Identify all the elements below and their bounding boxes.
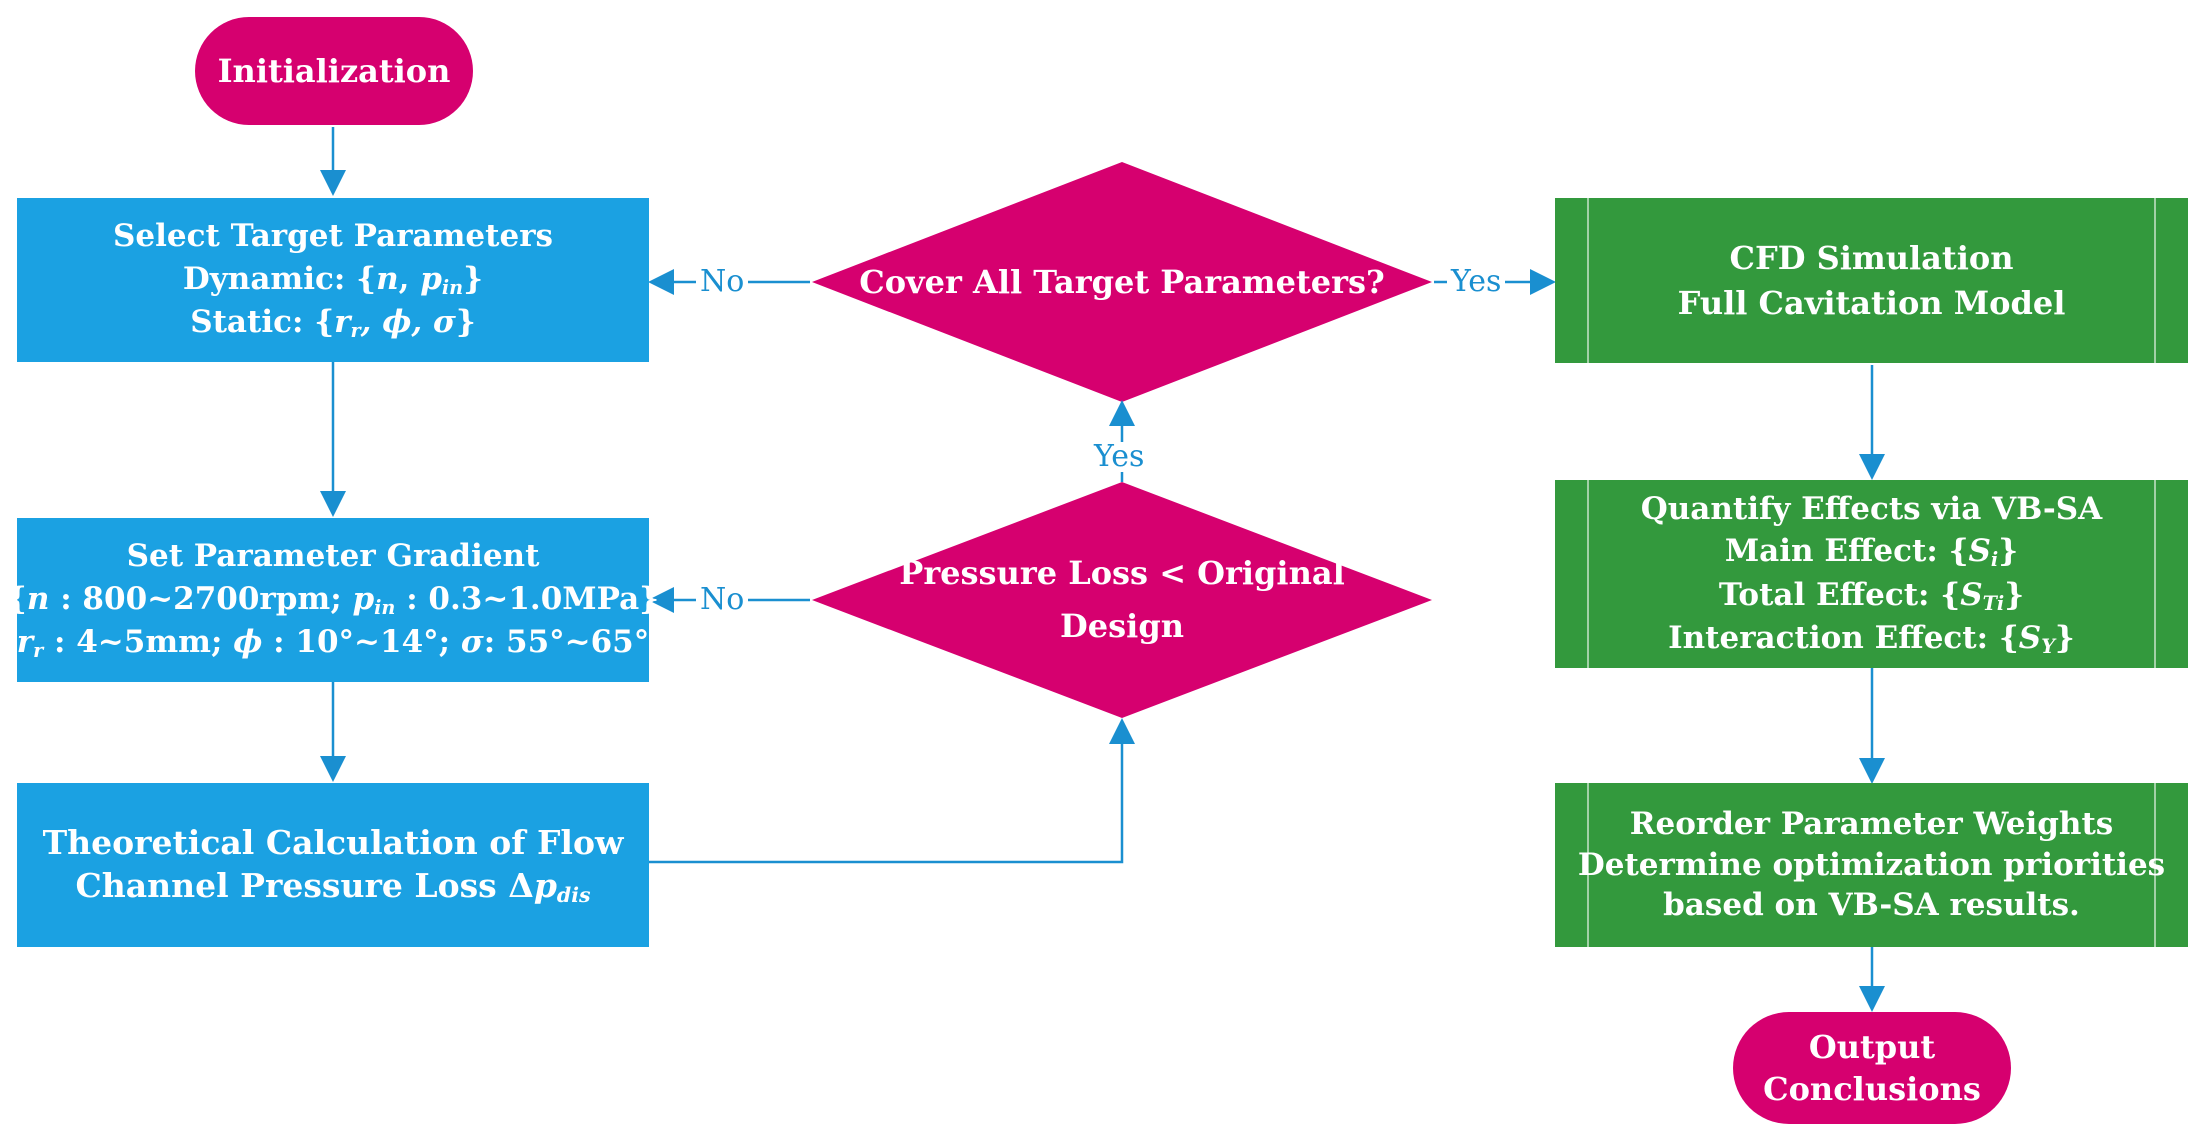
yes-label-right: Yes [1447, 267, 1506, 297]
pressure-decision-text: Pressure Loss < Original Design [862, 540, 1382, 660]
gradient-dynamic-ranges: {n : 800~2700rpm; pin : 0.3~1.0MPa} [6, 581, 660, 619]
cfd-simulation-box: CFD Simulation Full Cavitation Model [1555, 198, 2188, 363]
no-label-top: No [696, 267, 749, 297]
theoretical-line-1: Theoretical Calculation of Flow [42, 822, 624, 862]
arrow-theoretical-to-pressure [648, 718, 1135, 864]
set-parameter-gradient-box: Set Parameter Gradient {n : 800~2700rpm;… [0, 518, 669, 682]
total-effect-row: Total Effect: {STi} [1718, 576, 2025, 615]
select-target-parameters-box: Select Target Parameters Dynamic: {n, pi… [17, 198, 649, 362]
output-line-2: Conclusions [1763, 1070, 1981, 1108]
cfd-line-1: CFD Simulation [1729, 239, 2014, 278]
gradient-static-ranges: {rr : 4~5mm; ϕ : 10°~14°; σ: 55°~65°} [0, 624, 670, 663]
select-dynamic-row: Dynamic: {n, pin} [182, 261, 484, 299]
gradient-title: Set Parameter Gradient [126, 538, 540, 575]
interaction-effect-row: Interaction Effect: {SY} [1668, 620, 2075, 658]
theoretical-line-2: Channel Pressure Loss Δpdis [75, 866, 591, 908]
cfd-line-2: Full Cavitation Model [1677, 283, 2066, 322]
output-line-1: Output [1808, 1027, 1936, 1066]
cover-decision-text: Cover All Target Parameters? [859, 262, 1385, 301]
quantify-title: Quantify Effects via VB-SA [1640, 490, 2103, 527]
output-conclusions-terminal: Output Conclusions [1733, 1012, 2011, 1124]
yes-label-up: Yes [1090, 442, 1149, 472]
select-title: Select Target Parameters [113, 218, 553, 255]
initialization-label: Initialization [217, 51, 451, 90]
select-static-row: Static: {rr, ϕ, σ} [190, 304, 476, 343]
reorder-line-1: Reorder Parameter Weights [1629, 805, 2114, 842]
reorder-line-3: based on VB-SA results. [1663, 887, 2080, 924]
cover-decision-diamond [812, 162, 1432, 402]
reorder-weights-box: Reorder Parameter Weights Determine opti… [1555, 783, 2188, 947]
initialization-terminal: Initialization [195, 17, 473, 125]
quantify-effects-box: Quantify Effects via VB-SA Main Effect: … [1555, 480, 2188, 668]
reorder-line-2: Determine optimization priorities [1577, 846, 2166, 883]
pressure-decision-diamond [812, 482, 1432, 718]
no-label-middle: No [696, 585, 749, 615]
theoretical-calculation-box: Theoretical Calculation of Flow Channel … [17, 783, 649, 947]
pressure-decision-line-1: Pressure Loss < Original [899, 554, 1345, 593]
pressure-decision-line-2: Design [1060, 607, 1184, 645]
main-effect-row: Main Effect: {Si} [1724, 533, 2019, 572]
